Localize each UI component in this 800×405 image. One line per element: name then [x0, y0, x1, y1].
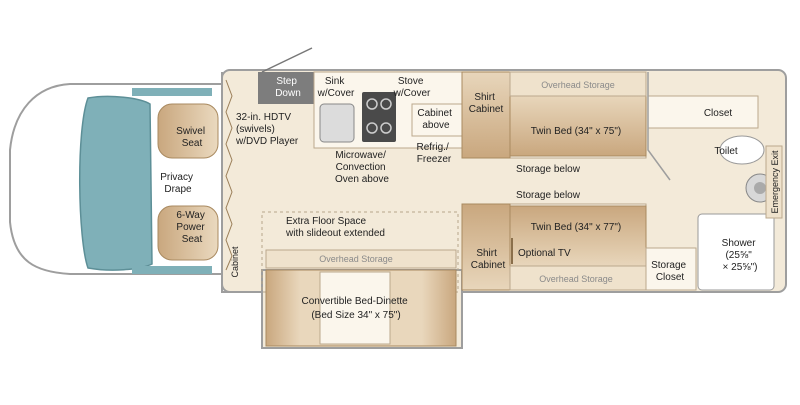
door-swing [261, 47, 313, 73]
windshield [79, 95, 153, 271]
twin-bed-top-label: Twin Bed (34" x 75") [531, 126, 621, 137]
shirt-cabinet-top-label: Shirt Cabinet [469, 92, 504, 115]
cabinet-above-label: Cabinet above [417, 108, 454, 131]
closet [647, 95, 759, 129]
right-window [132, 266, 212, 274]
optional-tv-label: Optional TV [518, 248, 571, 259]
closet-label: Closet [704, 108, 733, 119]
extra-floor-label: Extra Floor Space with slideout extended [285, 216, 385, 239]
step-down-label: Step Down [275, 76, 301, 99]
hdtv-label: 32-in. HDTV (swivels) w/DVD Player [235, 112, 299, 147]
swivel-seat-label: Swivel Seat [176, 126, 208, 149]
emergency-exit-window [765, 145, 783, 219]
storage-below-1-label: Storage below [516, 164, 581, 175]
privacy-drape [225, 79, 233, 271]
bath-wall [647, 72, 671, 181]
refrig-label: Refrig./ Freezer [416, 142, 451, 165]
microwave-label: Microwave/ Convection Oven above [335, 150, 389, 185]
shirt-cabinet-bottom-label: Shirt Cabinet [471, 248, 506, 271]
shower-label: Shower (25⅝" × 25⅝") [722, 238, 759, 273]
overhead-storage-bottom-label: Overhead Storage [539, 274, 613, 284]
sink-label: Sink w/Cover [317, 76, 355, 99]
slide-overhead-storage [265, 249, 457, 269]
drain-center [754, 182, 766, 194]
toilet [719, 135, 765, 165]
burner-1 [366, 98, 378, 110]
shower [697, 213, 775, 291]
storage-below-2-label: Storage below [516, 190, 581, 201]
bottom-shirt-cabinet [461, 203, 511, 291]
stove-label: Stove w/Cover [393, 76, 431, 99]
cabinet-above [411, 103, 463, 137]
power-seat-label: 6-Way Power Seat [176, 210, 207, 245]
emergency-exit-label: Emergency Exit [770, 150, 780, 214]
top-shirt-cabinet [461, 71, 511, 159]
step-down [258, 72, 314, 104]
burner-3 [366, 122, 378, 134]
storage-closet-label: Storage Closet [651, 260, 689, 283]
power-seat [157, 205, 219, 261]
stove [362, 92, 396, 142]
bottom-overhead-storage [509, 265, 647, 291]
top-twin-bed [509, 95, 647, 157]
overhead-storage-slide-label: Overhead Storage [319, 254, 393, 264]
swivel-seat [157, 103, 219, 159]
storage-closet [645, 247, 697, 291]
burner-2 [380, 98, 392, 110]
burner-4 [380, 122, 392, 134]
privacy-drape-label: Privacy Drape [160, 172, 196, 195]
sink [319, 103, 355, 143]
toilet-label: Toilet [714, 146, 738, 157]
dinette-table [319, 271, 391, 345]
top-overhead-storage [509, 71, 647, 97]
bottom-twin-bed [509, 205, 647, 267]
overhead-storage-top-label: Overhead Storage [541, 80, 615, 90]
cabinet-side-label: Cabinet [230, 246, 240, 278]
left-window [132, 88, 212, 96]
convertible-bed-label: Convertible Bed-Dinette (Bed Size 34" x … [302, 296, 411, 321]
twin-bed-bottom-label: Twin Bed (34" x 77") [531, 222, 621, 233]
